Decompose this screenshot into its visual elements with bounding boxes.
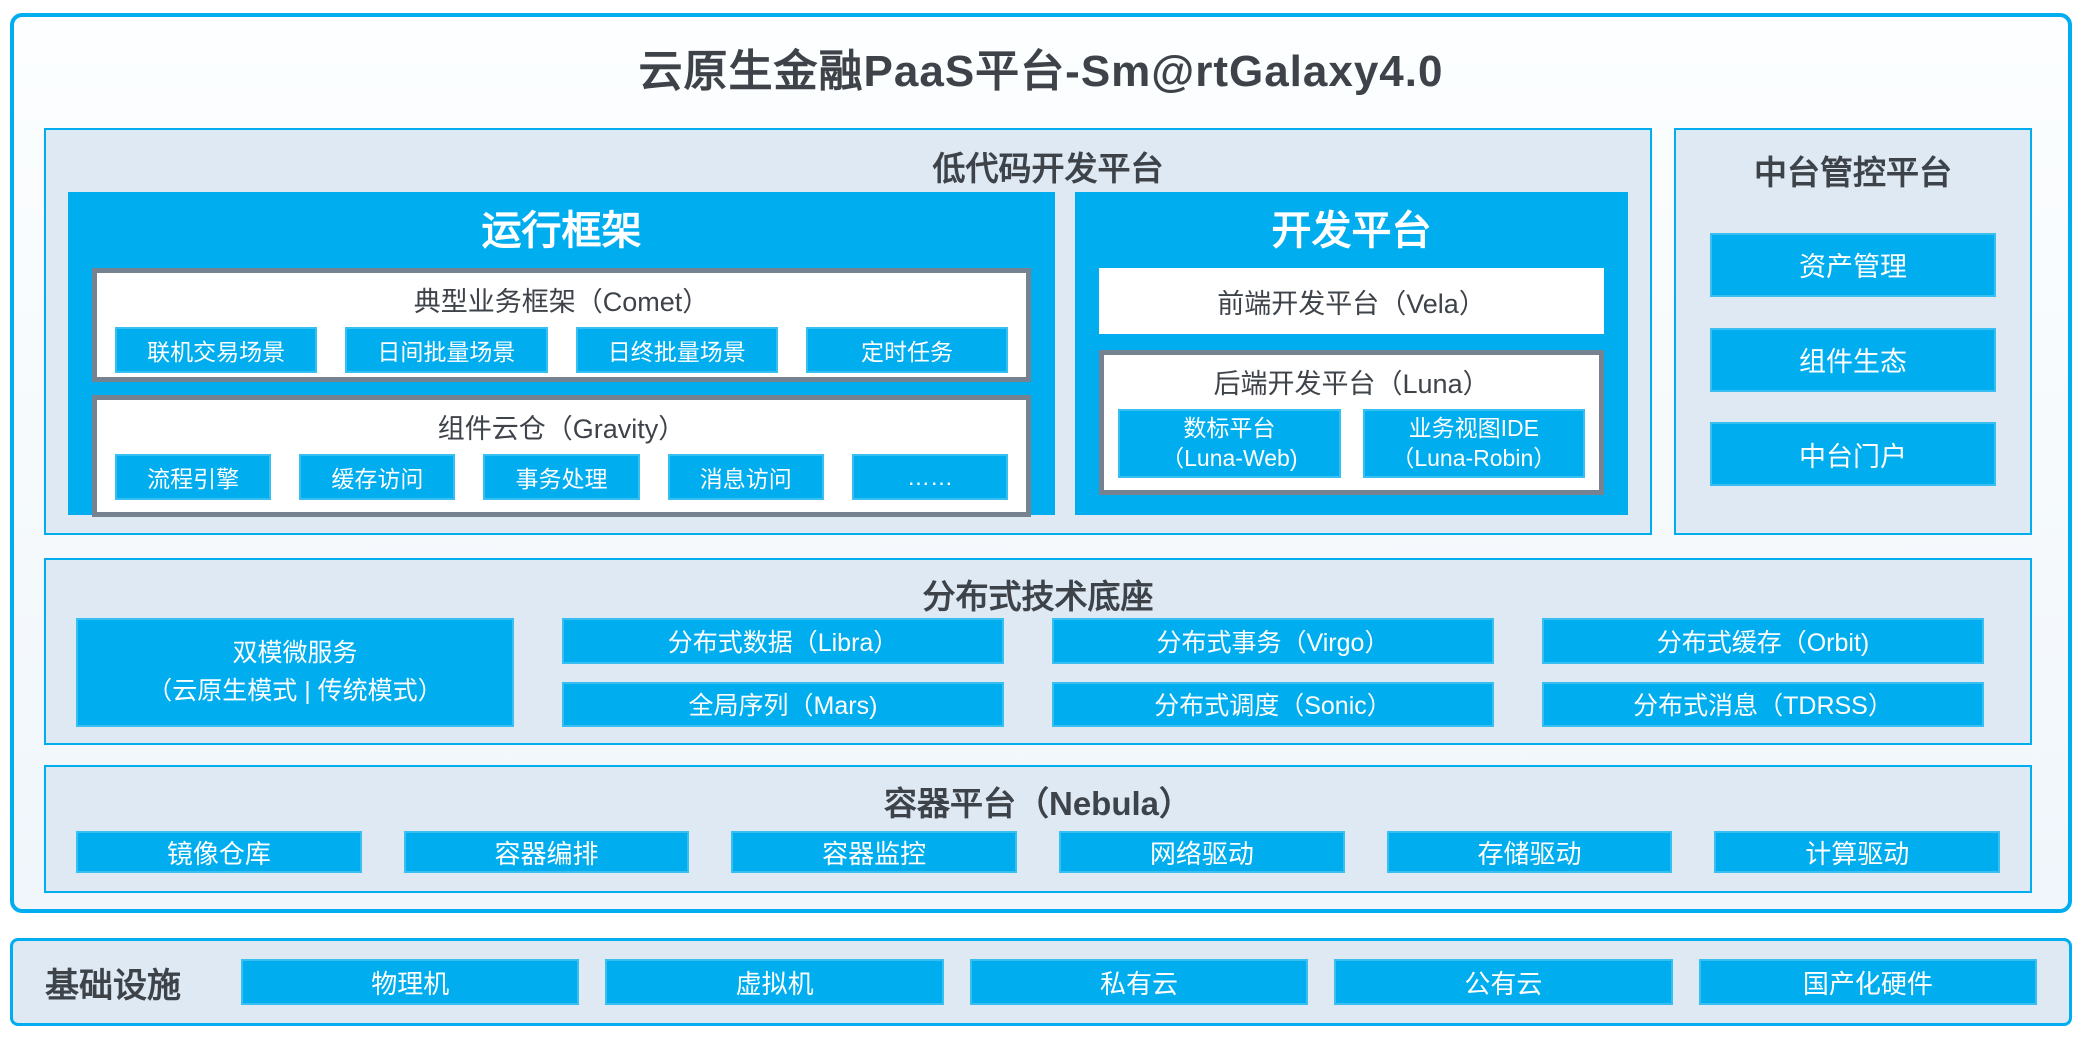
block-online-trading-scenario: 联机交易场景 (115, 327, 318, 373)
block-distributed-cache: 分布式缓存（Orbit) (1542, 618, 1984, 664)
low-code-body: 运行框架 典型业务框架（Comet） 联机交易场景 日间批量场景 日终批量场景 … (68, 192, 1628, 517)
vela-title: 前端开发平台（Vela） (1217, 288, 1486, 319)
block-domestic-hardware: 国产化硬件 (1698, 959, 2038, 1005)
block-network-driver: 网络驱动 (1059, 831, 1345, 873)
block-distributed-message: 分布式消息（TDRSS） (1542, 681, 1984, 727)
luna-backend-box: 后端开发平台（Luna） 数标平台 （Luna-Web) 业务视图IDE （Lu… (1099, 350, 1604, 495)
luna-chip-row: 数标平台 （Luna-Web) 业务视图IDE （Luna-Robin） (1104, 409, 1599, 490)
block-label-line1: 业务视图IDE (1408, 414, 1539, 441)
block-private-cloud: 私有云 (969, 959, 1309, 1005)
block-data-standard-platform: 数标平台 （Luna-Web) (1118, 409, 1341, 478)
block-business-view-ide: 业务视图IDE （Luna-Robin） (1362, 409, 1586, 478)
luna-title: 后端开发平台（Luna） (1213, 369, 1490, 399)
block-virtual-machine: 虚拟机 (605, 959, 944, 1005)
block-label-line1: 数标平台 (1183, 414, 1276, 441)
main-frame: 云原生金融PaaS平台-Sm@rtGalaxy4.0 低代码开发平台 运行框架 … (10, 13, 2072, 913)
page-title: 云原生金融PaaS平台-Sm@rtGalaxy4.0 (638, 47, 1444, 96)
comet-framework-box: 典型业务框架（Comet） 联机交易场景 日间批量场景 日终批量场景 定时任务 (92, 268, 1032, 385)
block-global-sequence: 全局序列（Mars) (562, 681, 1004, 727)
block-eod-batch-scenario: 日终批量场景 (575, 327, 778, 373)
block-transaction-processing: 事务处理 (483, 454, 640, 500)
block-process-engine: 流程引擎 (115, 454, 272, 500)
block-midplatform-portal: 中台门户 (1710, 422, 1996, 487)
low-code-title: 低代码开发平台 (932, 150, 1164, 187)
top-row: 低代码开发平台 运行框架 典型业务框架（Comet） 联机交易场景 日间批量场景… (44, 128, 2032, 535)
block-image-registry: 镜像仓库 (76, 831, 362, 873)
block-cache-access: 缓存访问 (299, 454, 456, 500)
block-label-line2: （Luna-Robin） (1391, 444, 1557, 471)
dev-platform-title: 开发平台 (1271, 209, 1432, 253)
block-public-cloud: 公有云 (1334, 959, 1673, 1005)
mid-platform-title: 中台管控平台 (1754, 154, 1952, 191)
block-compute-driver: 计算驱动 (1714, 831, 2001, 873)
section-container-platform: 容器平台（Nebula） 镜像仓库 容器编排 容器监控 网络驱动 存储驱动 计算… (44, 765, 2032, 893)
mid-platform-blocks: 资产管理 组件生态 中台门户 (1676, 194, 2030, 533)
block-dual-mode-microservice: 双模微服务 （云原生模式 | 传统模式） (76, 618, 514, 727)
distributed-title: 分布式技术底座 (922, 578, 1154, 615)
section-infrastructure: 基础设施 物理机 虚拟机 私有云 公有云 国产化硬件 (10, 938, 2072, 1026)
block-physical-machine: 物理机 (241, 959, 580, 1005)
block-label-line1: 双模微服务 (232, 639, 358, 667)
block-storage-driver: 存储驱动 (1386, 831, 1673, 873)
container-chip-row: 镜像仓库 容器编排 容器监控 网络驱动 存储驱动 计算驱动 (76, 831, 2001, 873)
comet-chip-row: 联机交易场景 日间批量场景 日终批量场景 定时任务 (97, 327, 1026, 385)
block-distributed-data: 分布式数据（Libra） (562, 618, 1004, 664)
vela-frontend-box: 前端开发平台（Vela） (1099, 268, 1604, 334)
distributed-column: 分布式缓存（Orbit) 分布式消息（TDRSS） (1542, 618, 1984, 727)
section-mid-platform-control: 中台管控平台 资产管理 组件生态 中台门户 (1674, 128, 2032, 535)
distributed-body: 双模微服务 （云原生模式 | 传统模式） 分布式数据（Libra） 全局序列（M… (76, 618, 1984, 727)
distributed-column: 分布式数据（Libra） 全局序列（Mars) (562, 618, 1004, 727)
block-asset-management: 资产管理 (1710, 232, 1996, 297)
block-daytime-batch-scenario: 日间批量场景 (345, 327, 548, 373)
container-platform-title: 容器平台（Nebula） (883, 785, 1193, 822)
runtime-framework-panel: 运行框架 典型业务框架（Comet） 联机交易场景 日间批量场景 日终批量场景 … (68, 192, 1056, 517)
block-component-ecosystem: 组件生态 (1710, 327, 1996, 392)
gravity-title: 组件云仓（Gravity） (437, 414, 686, 444)
block-distributed-transaction: 分布式事务（Virgo） (1052, 618, 1494, 664)
block-distributed-scheduling: 分布式调度（Sonic） (1052, 681, 1494, 727)
block-message-access: 消息访问 (667, 454, 824, 500)
runtime-framework-title: 运行框架 (481, 209, 642, 253)
block-scheduled-task: 定时任务 (805, 327, 1009, 373)
gravity-chip-row: 流程引擎 缓存访问 事务处理 消息访问 …… (97, 454, 1026, 512)
distributed-column: 分布式事务（Virgo） 分布式调度（Sonic） (1052, 618, 1494, 727)
block-container-monitoring: 容器监控 (731, 831, 1018, 873)
dev-platform-panel: 开发平台 前端开发平台（Vela） 后端开发平台（Luna） 数标平台 （Lun… (1075, 192, 1628, 515)
gravity-warehouse-box: 组件云仓（Gravity） 流程引擎 缓存访问 事务处理 消息访问 …… (92, 395, 1032, 517)
block-ellipsis: …… (851, 454, 1009, 500)
block-container-orchestration: 容器编排 (403, 831, 690, 873)
section-distributed-base: 分布式技术底座 双模微服务 （云原生模式 | 传统模式） 分布式数据（Libra… (44, 558, 2032, 745)
comet-title: 典型业务框架（Comet） (413, 287, 710, 317)
section-low-code-platform: 低代码开发平台 运行框架 典型业务框架（Comet） 联机交易场景 日间批量场景… (44, 128, 1652, 535)
infrastructure-title: 基础设施 (45, 966, 181, 1005)
block-label-line2: （云原生模式 | 传统模式） (147, 676, 443, 705)
block-label-line2: （Luna-Web) (1161, 444, 1298, 471)
